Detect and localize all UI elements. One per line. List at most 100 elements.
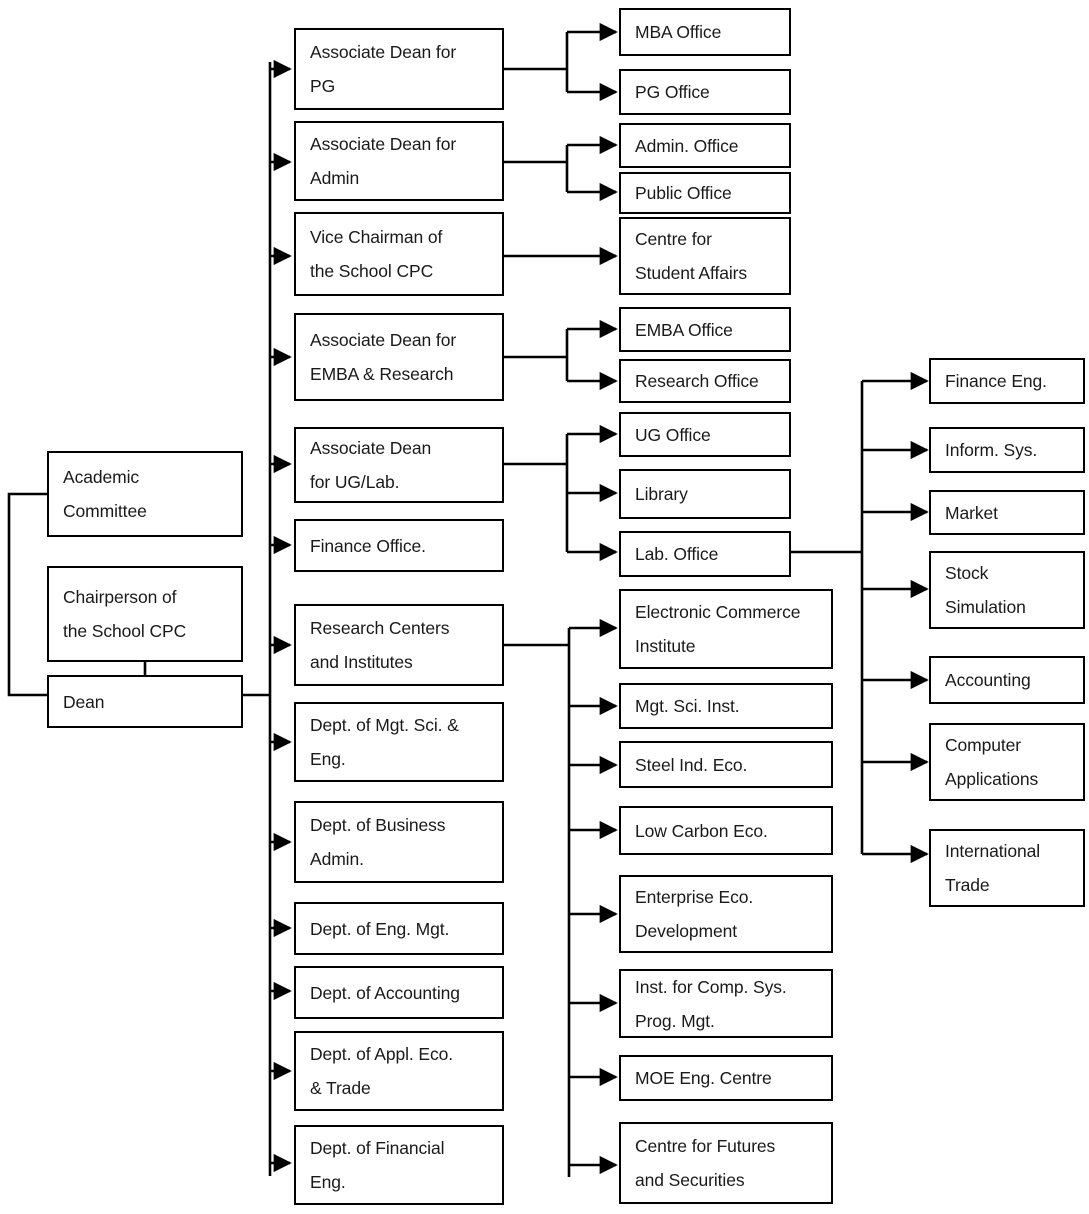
node-label: Computer (945, 735, 1022, 755)
node-label: International (945, 841, 1041, 861)
node-label: Institute (635, 636, 696, 656)
node-label: Dept. of Eng. Mgt. (310, 918, 450, 939)
node-label: Mgt. Sci. Inst. (635, 696, 740, 716)
node-label: Admin. (310, 849, 364, 869)
node-label: Applications (945, 769, 1039, 789)
node-label: Associate Dean (310, 438, 432, 458)
node-label: Library (635, 484, 688, 504)
node-label: Inform. Sys. (945, 440, 1038, 460)
node-label: Market (945, 502, 998, 523)
node-assoc-dean-ug-lab[interactable]: Associate Dean for UG/Lab. (294, 427, 504, 503)
node-computer-applications-lab[interactable]: Computer Applications (929, 723, 1085, 801)
node-label: Finance Office. (310, 535, 426, 556)
node-electronic-commerce-institute[interactable]: Electronic Commerce Institute (619, 589, 833, 669)
node-label: PG (310, 76, 336, 96)
link-academic-committee-dean (7, 492, 47, 697)
node-lab-office[interactable]: Lab. Office (619, 531, 791, 577)
node-label: Vice Chairman of (310, 227, 443, 247)
node-label: MBA Office (635, 22, 722, 42)
node-label: Low Carbon Eco. (635, 820, 768, 841)
node-label: Eng. (310, 1172, 346, 1192)
node-assoc-dean-admin[interactable]: Associate Dean for Admin (294, 121, 504, 201)
node-finance-office[interactable]: Finance Office. (294, 519, 504, 572)
node-label: Electronic Commerce (635, 602, 801, 622)
node-research-centers-institutes[interactable]: Research Centers and Institutes (294, 604, 504, 686)
node-international-trade-lab[interactable]: International Trade (929, 829, 1085, 907)
node-moe-eng-centre[interactable]: MOE Eng. Centre (619, 1055, 833, 1101)
node-public-office[interactable]: Public Office (619, 172, 791, 214)
node-vice-chairman-school-cpc[interactable]: Vice Chairman of the School CPC (294, 212, 504, 296)
node-label: Academic (63, 467, 140, 487)
node-label: Trade (945, 875, 990, 895)
node-label: Committee (63, 501, 147, 521)
node-assoc-dean-pg[interactable]: Associate Dean for PG (294, 28, 504, 110)
node-centre-student-affairs[interactable]: Centre for Student Affairs (619, 217, 791, 295)
node-label: Inst. for Comp. Sys. (635, 976, 787, 997)
node-dept-financial-eng[interactable]: Dept. of Financial Eng. (294, 1125, 504, 1205)
node-accounting-lab[interactable]: Accounting (929, 656, 1085, 704)
node-ug-office[interactable]: UG Office (619, 412, 791, 457)
node-label: Dept. of Mgt. Sci. & (310, 715, 459, 735)
node-label: the School CPC (310, 261, 434, 281)
node-label: Associate Dean for (310, 134, 457, 154)
node-dept-business-admin[interactable]: Dept. of Business Admin. (294, 801, 504, 883)
node-label: and Securities (635, 1170, 745, 1190)
node-mba-office[interactable]: MBA Office (619, 8, 791, 56)
node-mgt-sci-inst[interactable]: Mgt. Sci. Inst. (619, 683, 833, 729)
node-centre-futures-securities[interactable]: Centre for Futures and Securities (619, 1122, 833, 1204)
node-label: Enterprise Eco. (635, 887, 754, 907)
node-label: the School CPC (63, 621, 187, 641)
node-label: Stock (945, 563, 989, 583)
node-label: Dept. of Accounting (310, 982, 460, 1003)
node-label: Student Affairs (635, 263, 748, 283)
node-label: Associate Dean for (310, 42, 457, 62)
node-dept-mgt-sci-eng[interactable]: Dept. of Mgt. Sci. & Eng. (294, 702, 504, 782)
node-inst-comp-sys-prog-mgt[interactable]: Inst. for Comp. Sys. Prog. Mgt. (619, 969, 833, 1038)
node-label: Chairperson of (63, 587, 177, 607)
node-academic-committee[interactable]: Academic Committee (47, 451, 243, 537)
node-finance-eng-lab[interactable]: Finance Eng. (929, 358, 1085, 404)
node-library[interactable]: Library (619, 469, 791, 519)
node-label: EMBA & Research (310, 364, 454, 384)
node-low-carbon-eco[interactable]: Low Carbon Eco. (619, 806, 833, 855)
node-label: Development (635, 921, 738, 941)
node-label: Admin. Office (635, 135, 739, 156)
node-label: and Institutes (310, 652, 413, 672)
node-label: & Trade (310, 1078, 371, 1098)
node-label: for UG/Lab. (310, 472, 400, 492)
node-label: Centre for Futures (635, 1136, 776, 1156)
node-label: Centre for (635, 229, 712, 249)
node-label: Associate Dean for (310, 330, 457, 350)
node-label: Lab. Office (635, 544, 719, 564)
node-label: Research Centers (310, 618, 450, 638)
node-inform-sys-lab[interactable]: Inform. Sys. (929, 427, 1085, 473)
node-pg-office[interactable]: PG Office (619, 69, 791, 115)
node-steel-ind-eco[interactable]: Steel Ind. Eco. (619, 741, 833, 788)
node-assoc-dean-emba-research[interactable]: Associate Dean for EMBA & Research (294, 313, 504, 401)
node-label: Prog. Mgt. (635, 1010, 715, 1031)
node-market-lab[interactable]: Market (929, 490, 1085, 535)
node-label: PG Office (635, 82, 710, 102)
node-dept-eng-mgt[interactable]: Dept. of Eng. Mgt. (294, 902, 504, 955)
node-label: UG Office (635, 424, 711, 445)
node-dept-accounting[interactable]: Dept. of Accounting (294, 966, 504, 1019)
node-dept-appl-eco-trade[interactable]: Dept. of Appl. Eco. & Trade (294, 1031, 504, 1111)
node-label: Dept. of Business (310, 815, 446, 835)
node-chairperson-school-cpc[interactable]: Chairperson of the School CPC (47, 566, 243, 662)
node-dean[interactable]: Dean (47, 675, 243, 728)
node-label: Steel Ind. Eco. (635, 754, 748, 775)
node-label: Admin (310, 168, 360, 188)
node-label: Dean (63, 691, 105, 712)
node-label: Dept. of Appl. Eco. (310, 1044, 454, 1064)
node-label: Finance Eng. (945, 371, 1047, 391)
node-admin-office[interactable]: Admin. Office (619, 123, 791, 168)
node-stock-simulation-lab[interactable]: Stock Simulation (929, 551, 1085, 629)
node-emba-office[interactable]: EMBA Office (619, 307, 791, 352)
node-enterprise-eco-development[interactable]: Enterprise Eco. Development (619, 875, 833, 953)
node-label: Dept. of Financial (310, 1138, 445, 1158)
node-label: Research Office (635, 371, 759, 391)
node-label: Simulation (945, 597, 1026, 617)
node-label: Accounting (945, 670, 1031, 690)
node-research-office[interactable]: Research Office (619, 359, 791, 403)
